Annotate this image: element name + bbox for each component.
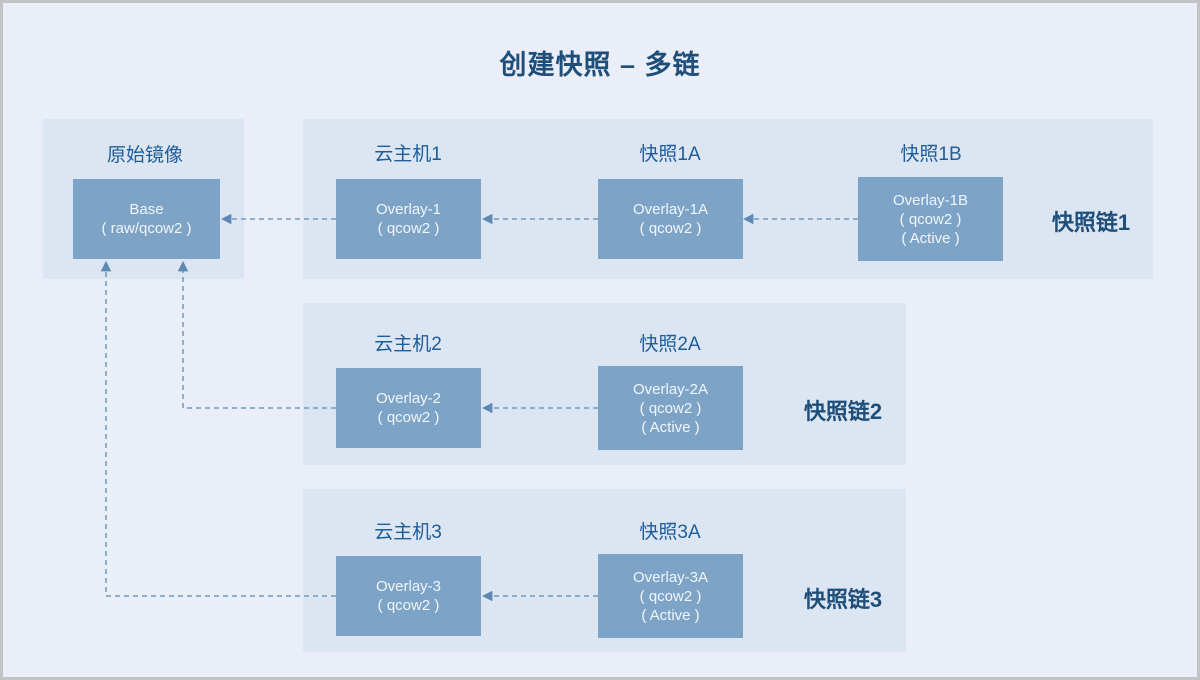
overlay-3-box: Overlay-3 ( qcow2 ) (336, 556, 481, 636)
box-line: ( qcow2 ) (639, 220, 702, 237)
box-line: ( Active ) (641, 606, 700, 624)
node-label-snapshot-1a: 快照1A (639, 144, 701, 165)
box-line: Overlay-1A (632, 201, 709, 218)
node-label-snapshot-3a: 快照3A (639, 522, 701, 543)
node-label-snapshot-1b: 快照1B (900, 144, 962, 165)
arrow-overlay2-to-base (177, 260, 336, 409)
overlay-1a-box: Overlay-1A ( qcow2 ) (598, 179, 743, 259)
overlay-2a-box: Overlay-2A ( qcow2 ) ( Active ) (598, 366, 743, 450)
box-line: Overlay-1B (892, 191, 969, 209)
box-line: ( Active ) (901, 229, 960, 247)
dependency-arrows (100, 213, 858, 602)
chain-3-label: 快照链3 (803, 587, 883, 612)
box-line: ( qcow2 ) (639, 587, 702, 605)
box-line: ( qcow2 ) (899, 210, 962, 228)
box-line: Overlay-1 (375, 201, 442, 218)
box-line: Base (129, 201, 164, 218)
overlay-1-box: Overlay-1 ( qcow2 ) (336, 179, 481, 259)
node-label-vm2: 云主机2 (374, 334, 442, 355)
box-line: Overlay-2 (375, 390, 442, 407)
chain-1-label: 快照链1 (1051, 210, 1131, 235)
node-label-vm3: 云主机3 (374, 522, 442, 543)
node-label-vm1: 云主机1 (374, 144, 442, 165)
box-line: ( qcow2 ) (377, 409, 440, 426)
box-line: ( Active ) (641, 418, 700, 436)
chain-2-label: 快照链2 (803, 399, 883, 424)
box-line: Overlay-3A (632, 568, 709, 586)
overlay-2-box: Overlay-2 ( qcow2 ) (336, 368, 481, 448)
base-image-box: Base ( raw/qcow2 ) (73, 179, 220, 259)
box-line: Overlay-2A (632, 380, 709, 398)
box-line: ( raw/qcow2 ) (101, 220, 192, 237)
box-line: ( qcow2 ) (639, 399, 702, 417)
box-line: Overlay-3 (375, 578, 442, 595)
node-label-snapshot-2a: 快照2A (639, 334, 701, 355)
arrow-overlay3-to-base (100, 260, 336, 597)
overlay-3a-box: Overlay-3A ( qcow2 ) ( Active ) (598, 554, 743, 638)
box-line: ( qcow2 ) (377, 597, 440, 614)
box-line: ( qcow2 ) (377, 220, 440, 237)
base-panel-label: 原始镜像 (106, 145, 183, 166)
diagram-title: 创建快照 – 多链 (499, 50, 701, 80)
overlay-1b-box: Overlay-1B ( qcow2 ) ( Active ) (858, 177, 1003, 261)
